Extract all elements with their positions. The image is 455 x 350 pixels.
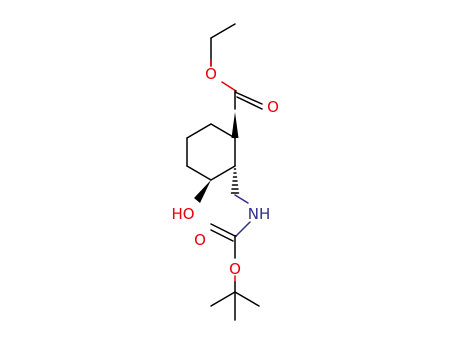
- bond-carbamate-double-2: [210, 229, 234, 242]
- hashed-wedge-c6-amine: [230, 168, 240, 194]
- bond-carbamate-double-1: [210, 223, 236, 237]
- atom-ester-oxygen-single: O: [205, 65, 217, 83]
- bond-ring-c5-c6: [210, 165, 236, 181]
- atom-carbamate-oxygen-single: O: [229, 260, 241, 278]
- wedge-bond-c5-hydroxyl: [194, 180, 211, 203]
- bond-ring-c1-c2: [210, 123, 236, 139]
- atom-carbamate-oxygen-double: O: [194, 231, 206, 249]
- bond-ester-double-1: [234, 91, 263, 105]
- atom-hydroxyl: HO: [171, 205, 194, 223]
- atom-ester-oxygen-double: O: [267, 98, 279, 116]
- bond-c6-n: [234, 194, 249, 204]
- wedge-bond-c1-ester: [231, 112, 239, 138]
- bond-ethyl-ch3-ch2: [210, 23, 236, 39]
- bond-n-carbamate-c: [235, 221, 251, 237]
- bond-ring-c2-c3: [186, 123, 212, 139]
- bond-ring-c4-c5: [186, 165, 212, 181]
- bond-ester-o-carbonyl-c: [221, 81, 237, 92]
- bond-tbu-methyl-right: [234, 291, 260, 307]
- bond-ester-double-2: [236, 96, 263, 110]
- atom-amine: NH: [248, 205, 271, 223]
- bond-tbu-methyl-left: [210, 291, 236, 307]
